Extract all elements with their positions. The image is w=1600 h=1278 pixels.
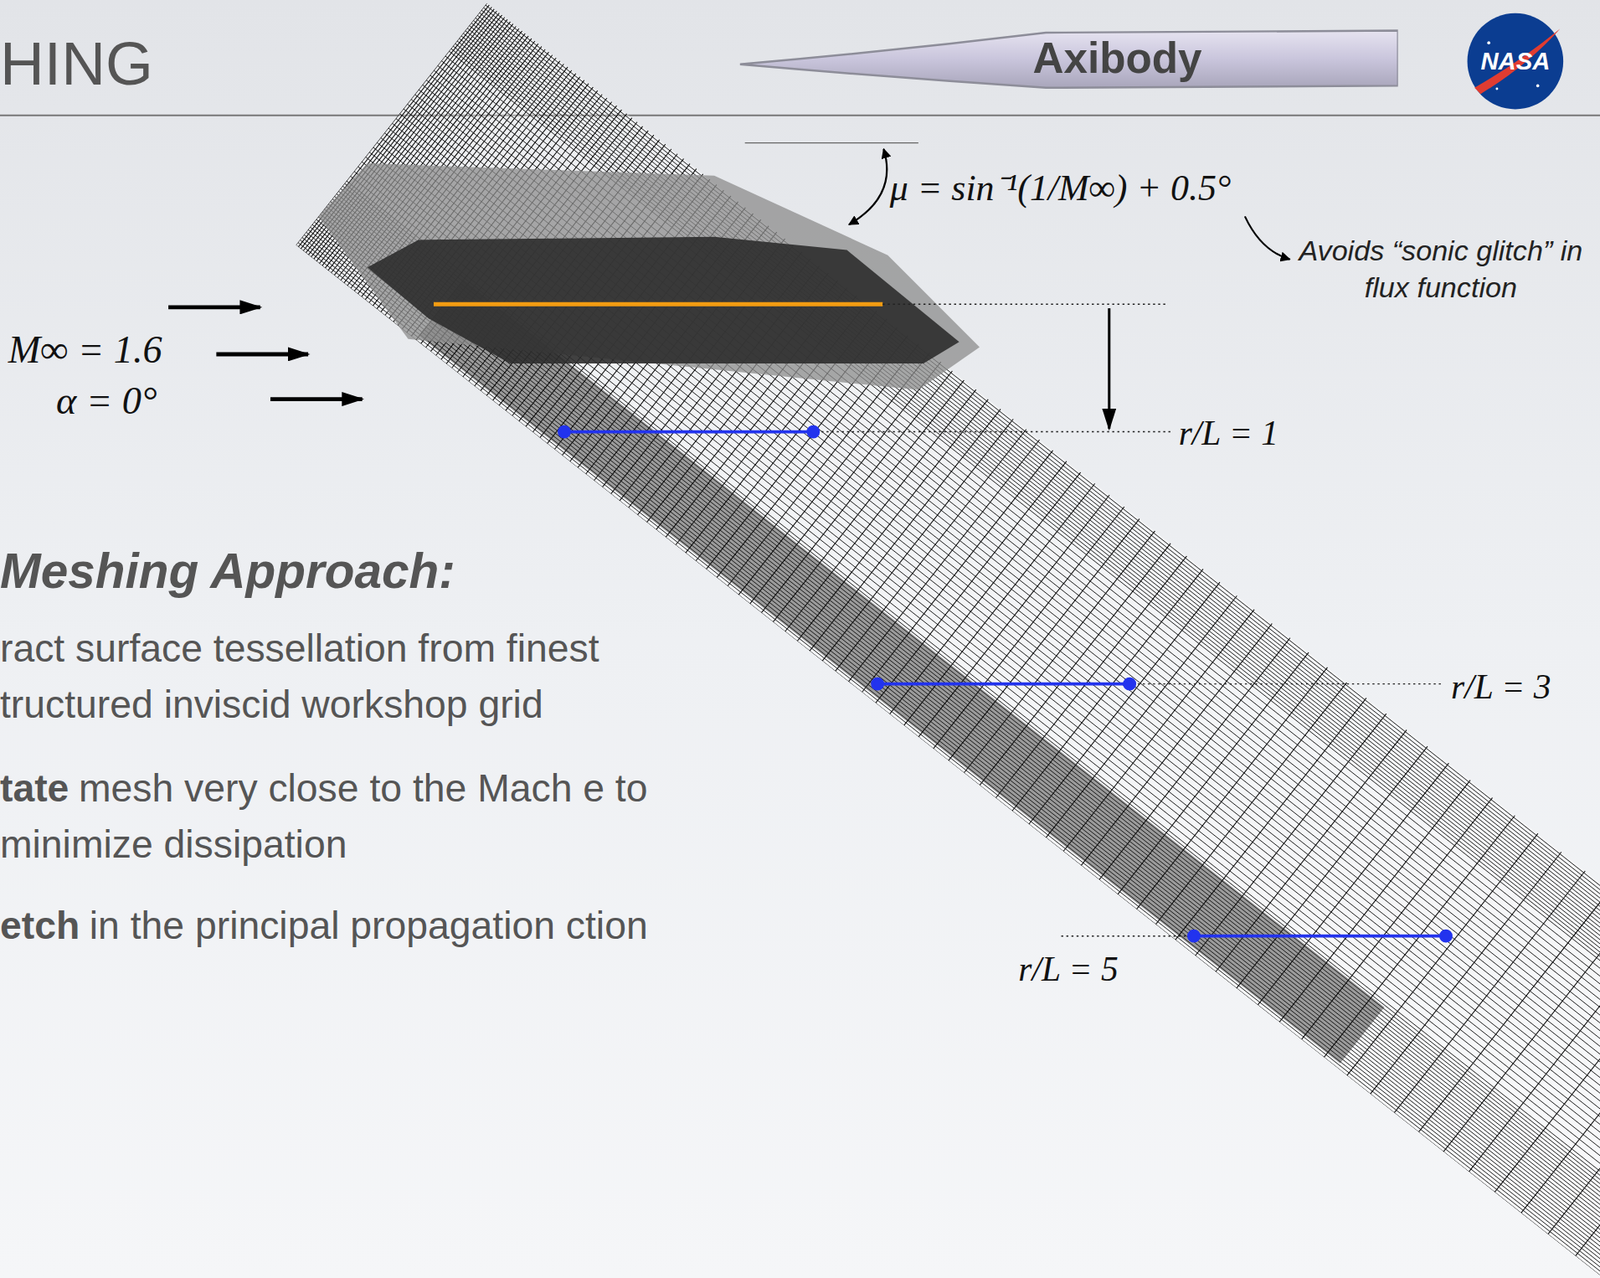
reference-line [745,142,919,144]
note: Avoids “sonic glitch” in flux function [1287,232,1595,308]
bullet-keyword: etch [0,904,80,947]
bullet-keyword: tate [0,766,69,809]
dotted-line [882,303,1168,304]
flow-arrows [168,307,363,400]
shape-label: Axibody [1033,33,1203,83]
section-heading: Meshing Approach: [0,535,456,608]
distance-label: r/L = 1 [1178,408,1279,459]
bullet-text: mesh very close to the Mach e to minimiz… [0,766,649,865]
dense-zone [367,236,960,364]
header-rule [0,114,1600,117]
distance-label: r/L = 5 [1018,943,1118,994]
leader-arrow [1245,216,1291,259]
angle-arc [848,149,887,225]
axibody-shape: Axibody [740,26,1399,91]
nasa-logo: NASA [1466,12,1564,111]
distance-label: r/L = 3 [1450,661,1551,712]
bullet-item: tatemesh very close to the Mach e to min… [0,760,705,873]
logo-text: NASA [1480,46,1550,76]
bullet-text: in the principal propagation ction [89,904,649,947]
dotted-line [1132,683,1445,685]
formula: μ = sin⁻¹(1/M∞) + 0.5° [890,161,1232,216]
refined-zone [318,163,980,391]
flow-condition: α = 0° [56,372,157,429]
dotted-line [1061,935,1193,937]
bullet-text: ract surface tessellation from finest tr… [0,620,705,733]
slide-title: HING [0,28,154,99]
flow-condition: M∞ = 1.6 [8,321,163,378]
bullet-item: etchin the principal propagation ction [0,898,705,955]
distance-arrow [1107,308,1111,429]
axibody-line [433,302,883,307]
dotted-line [816,431,1174,433]
extraction-lines [559,426,1451,941]
